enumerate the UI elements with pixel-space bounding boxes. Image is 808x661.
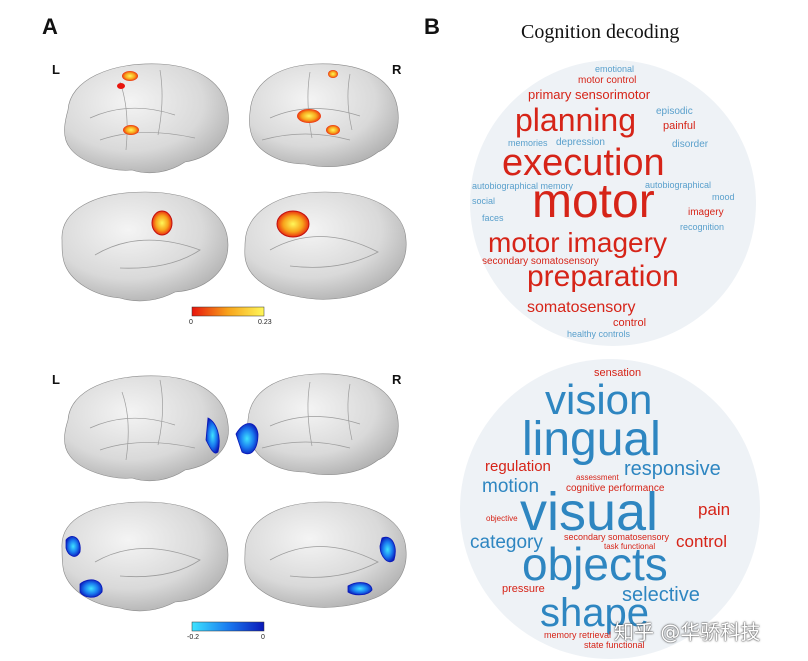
cloud-word: somatosensory [527, 299, 636, 316]
left-hemisphere-label-bottom: L [52, 372, 60, 387]
cloud-word: vision [545, 376, 653, 423]
cloud-word: cognitive performance [566, 483, 665, 494]
panel-b-letter: B [424, 14, 440, 39]
cloud-word: motion [482, 476, 540, 497]
negative-colorbar-min: -0.2 [187, 634, 200, 641]
brain-top-right-lateral [249, 63, 399, 167]
brain-top-right-medial [244, 191, 407, 300]
brain-top-left-lateral [64, 63, 229, 174]
cloud-word: depression [556, 137, 605, 148]
panel-a-letter: A [42, 14, 58, 39]
cloud-word: faces [482, 213, 504, 223]
cloud-word: emotional [595, 64, 635, 74]
cloud-word: autobiographical [645, 180, 712, 190]
brain-top-left-medial [61, 191, 229, 302]
cloud-word: assessment [576, 473, 619, 482]
cloud-word: planning [515, 102, 636, 138]
cloud-word: control [613, 317, 647, 329]
cloud-word: motor [532, 175, 655, 228]
cloud-word: secondary somatosensory [564, 532, 670, 542]
cloud-word: mood [712, 192, 735, 202]
cloud-word: episodic [656, 106, 693, 117]
right-hemisphere-label: R [392, 62, 402, 77]
cloud-word: primary sensorimotor [528, 87, 651, 102]
cloud-word: category [470, 532, 543, 553]
cognition-decoding-title: Cognition decoding [521, 21, 680, 43]
brain-bottom-right-medial [244, 501, 407, 608]
cloud-word: objects [522, 538, 668, 590]
word-cloud-positive: emotional motor control primary sensorim… [470, 60, 756, 346]
cloud-word: regulation [485, 458, 551, 475]
brain-bottom-left-medial [61, 501, 229, 612]
cloud-word: healthy controls [567, 329, 631, 339]
cloud-word: secondary somatosensory [482, 256, 599, 267]
cloud-word: painful [663, 120, 696, 132]
cloud-word: memory retrieval [544, 630, 612, 640]
cloud-word: pain [698, 500, 731, 519]
watermark-text: 知乎 @华骄科技 [614, 620, 761, 644]
word-cloud-negative: sensation vision lingual regulation resp… [460, 359, 760, 659]
positive-colorbar-min: 0 [189, 319, 193, 326]
brain-bottom-right-lateral [235, 373, 399, 475]
cloud-word: sensation [594, 367, 642, 379]
cloud-word: memories [508, 138, 548, 148]
cloud-word: shape [540, 591, 649, 635]
cloud-word: social [472, 196, 496, 206]
cloud-word: recognition [680, 222, 725, 232]
cloud-word: lingual [522, 413, 661, 466]
cloud-word: motor control [578, 75, 637, 86]
left-hemisphere-label: L [52, 62, 60, 77]
positive-colorbar [191, 306, 265, 317]
cloud-word: task functional [604, 542, 656, 551]
cloud-word: visual [520, 482, 659, 542]
cloud-word: execution [502, 142, 665, 184]
cloud-word: motor imagery [488, 227, 667, 258]
cloud-word: control [676, 532, 728, 551]
cloud-word: responsive [624, 458, 721, 480]
negative-colorbar [191, 621, 265, 632]
cloud-word: objective [486, 514, 518, 523]
cloud-word: imagery [688, 207, 724, 218]
negative-colorbar-max: 0 [261, 634, 265, 641]
positive-colorbar-max: 0.23 [258, 319, 272, 326]
cloud-word: pressure [502, 583, 545, 595]
cloud-word: disorder [672, 139, 709, 150]
cloud-word: preparation [527, 260, 679, 293]
brain-bottom-left-lateral [64, 375, 229, 482]
cloud-word: autobiographical memory [472, 181, 574, 191]
right-hemisphere-label-bottom: R [392, 372, 402, 387]
cloud-word: state functional [584, 640, 645, 650]
cloud-word: selective [622, 584, 700, 606]
